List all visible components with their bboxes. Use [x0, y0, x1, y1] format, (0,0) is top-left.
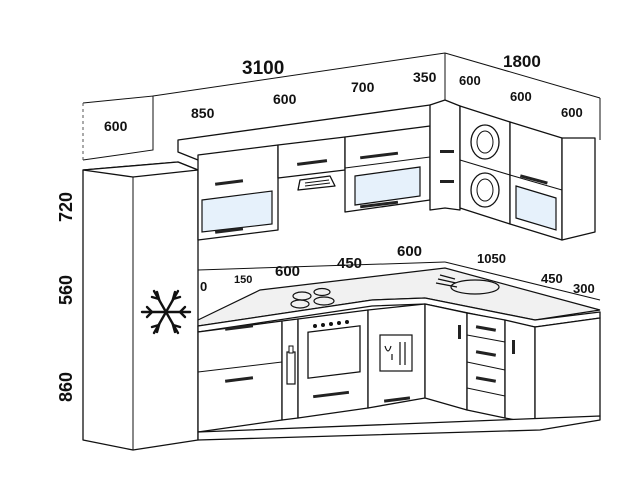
- dimension-labels: 3100 1800 600 850 600 700 350 600 600 60…: [56, 52, 595, 402]
- oven-icon: [307, 320, 361, 399]
- dim-600-fridge: 600: [104, 118, 128, 134]
- dim-850: 850: [191, 105, 215, 121]
- fridge-column: [82, 161, 199, 451]
- dim-side-600-c: 600: [561, 105, 583, 120]
- dim-600-wall: 600: [273, 91, 297, 107]
- worktop: [197, 267, 601, 333]
- dishwasher-icon: [379, 334, 413, 372]
- snowflake-icon: [140, 289, 192, 335]
- dim-560: 560: [56, 275, 76, 305]
- sink-icon: [435, 274, 500, 295]
- dim-350: 350: [413, 69, 437, 85]
- hob-icon: [290, 287, 335, 309]
- dim-300: 300: [573, 281, 595, 296]
- dim-150: 150: [234, 274, 252, 286]
- dish-icon: [470, 124, 500, 208]
- dim-720: 720: [56, 192, 76, 222]
- base-cabinets: [197, 303, 601, 441]
- upper-cabinets: [177, 99, 596, 241]
- dim-1050: 1050: [477, 251, 506, 266]
- dim-860: 860: [56, 372, 76, 402]
- hood-icon: [304, 179, 331, 187]
- dim-side-600-a: 600: [459, 73, 481, 88]
- dim-3100: 3100: [242, 58, 284, 79]
- dim-base-600: 600: [275, 263, 300, 280]
- dim-side-600-b: 600: [510, 89, 532, 104]
- dim-base-450b: 450: [541, 271, 563, 286]
- dim-base-450: 450: [337, 255, 362, 272]
- dimension-guides: [82, 52, 601, 301]
- bottle-icon: [286, 345, 296, 385]
- dim-base-600b: 600: [397, 243, 422, 260]
- dim-700: 700: [351, 79, 375, 95]
- dim-0: 0: [200, 279, 207, 294]
- dim-1800: 1800: [503, 52, 541, 71]
